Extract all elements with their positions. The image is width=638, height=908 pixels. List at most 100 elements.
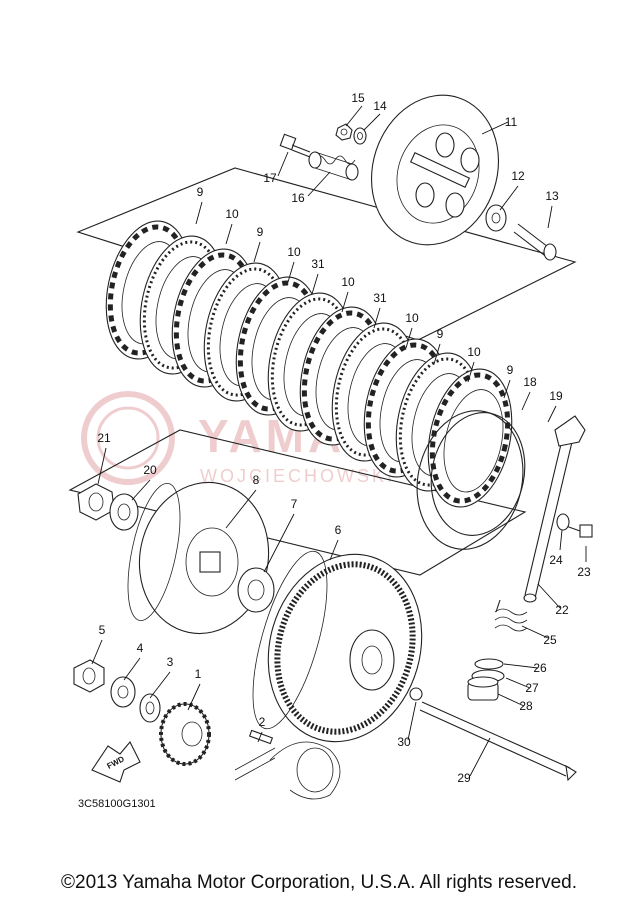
callout-number: 3 xyxy=(167,655,174,669)
ball-30 xyxy=(409,687,423,701)
leader-line xyxy=(195,201,203,225)
leader-line xyxy=(433,343,441,365)
callouts: 9109103110311091091819111514171612132120… xyxy=(91,91,591,785)
callout-number: 28 xyxy=(519,699,533,713)
push-rod-13 xyxy=(513,223,557,261)
callout-number: 10 xyxy=(467,345,481,359)
lock-washer-20 xyxy=(109,493,139,531)
watermark-subtext: WOJCIECHOWSKI xyxy=(200,466,395,486)
ring xyxy=(416,410,524,550)
leader-line xyxy=(257,731,263,743)
leader-line xyxy=(407,701,417,741)
nut-5 xyxy=(73,659,105,693)
leader-line xyxy=(345,105,363,127)
callout-number: 23 xyxy=(577,565,591,579)
callout-number: 16 xyxy=(291,191,305,205)
callout-number: 18 xyxy=(523,375,537,389)
callout-number: 14 xyxy=(373,99,387,113)
leader-line xyxy=(537,583,561,609)
leader-line xyxy=(97,447,107,485)
diagram-code: 3C58100G1301 xyxy=(78,798,156,810)
clutch-plates xyxy=(105,220,526,550)
crankshaft-end xyxy=(234,741,341,800)
callout-number: 15 xyxy=(351,91,365,105)
washer-14 xyxy=(353,127,367,145)
callout-number: 11 xyxy=(505,115,518,129)
primary-driven-gear xyxy=(127,481,270,635)
callout-number: 25 xyxy=(543,633,557,647)
leader-line xyxy=(467,361,475,383)
leader-line xyxy=(277,151,289,177)
leader-line xyxy=(521,391,531,411)
callout-number: 9 xyxy=(507,363,514,377)
leader-line xyxy=(521,625,549,639)
callout-number: 9 xyxy=(257,225,264,239)
callout-number: 31 xyxy=(311,257,325,271)
callout-number: 22 xyxy=(555,603,569,617)
washer-24 xyxy=(556,513,570,531)
leader-line xyxy=(481,121,509,135)
callout-number: 27 xyxy=(525,681,539,695)
callout-number: 13 xyxy=(545,189,559,203)
leader-line xyxy=(505,677,531,689)
callout-number: 2 xyxy=(259,715,266,729)
fwd-arrow-icon: FWD xyxy=(91,741,141,783)
leader-line xyxy=(263,513,295,573)
callout-number: 19 xyxy=(549,389,563,403)
leader-line xyxy=(341,291,349,313)
callout-number: 1 xyxy=(195,667,202,681)
leader-line xyxy=(497,693,525,707)
leader-line xyxy=(225,223,233,245)
callout-number: 17 xyxy=(263,171,277,185)
lock-washer-4 xyxy=(110,676,136,708)
leader-line xyxy=(149,671,171,699)
leader-line xyxy=(187,683,201,711)
leader-line xyxy=(123,657,141,681)
callout-number: 12 xyxy=(511,169,525,183)
leader-line xyxy=(503,663,539,669)
clutch-boss-7 xyxy=(237,567,275,613)
callout-number: 29 xyxy=(457,771,471,785)
leader-line xyxy=(287,261,295,283)
callout-number: 10 xyxy=(287,245,301,259)
leader-line xyxy=(311,273,319,295)
leader-line xyxy=(405,327,413,349)
callout-number: 21 xyxy=(97,431,111,445)
callout-number: 9 xyxy=(437,327,444,341)
key-2 xyxy=(248,729,274,745)
hub-frame xyxy=(68,429,527,576)
leader-line xyxy=(559,529,563,551)
circlip-26 xyxy=(474,658,504,670)
callout-number: 10 xyxy=(225,207,239,221)
callout-number: 6 xyxy=(335,523,342,537)
leader-line xyxy=(547,205,553,229)
spring-16 xyxy=(308,151,359,181)
pressure-plate xyxy=(370,94,500,246)
push-lever-22 xyxy=(523,415,586,603)
gear-1 xyxy=(159,702,211,766)
leader-line xyxy=(329,539,339,561)
bearing-12 xyxy=(485,204,507,232)
clutch-housing xyxy=(252,550,423,743)
nut-21 xyxy=(77,483,115,521)
push-rod-29 xyxy=(419,701,577,782)
leader-line xyxy=(373,307,381,329)
callout-number: 31 xyxy=(373,291,387,305)
bolt-17 xyxy=(279,133,311,158)
bolt-23 xyxy=(565,524,593,538)
leader-line xyxy=(307,171,331,197)
leader-line xyxy=(253,241,261,263)
leader-line xyxy=(131,479,151,501)
callout-number: 5 xyxy=(99,623,106,637)
collar-28 xyxy=(467,676,499,701)
leader-line xyxy=(469,737,491,777)
callout-number: 9 xyxy=(197,185,204,199)
callout-number: 30 xyxy=(397,735,411,749)
washer-3 xyxy=(139,693,161,723)
callout-number: 26 xyxy=(533,661,547,675)
callout-number: 10 xyxy=(405,311,419,325)
callout-number: 8 xyxy=(253,473,260,487)
callout-number: 10 xyxy=(341,275,355,289)
leader-line xyxy=(499,185,519,211)
spring-25 xyxy=(494,599,528,632)
